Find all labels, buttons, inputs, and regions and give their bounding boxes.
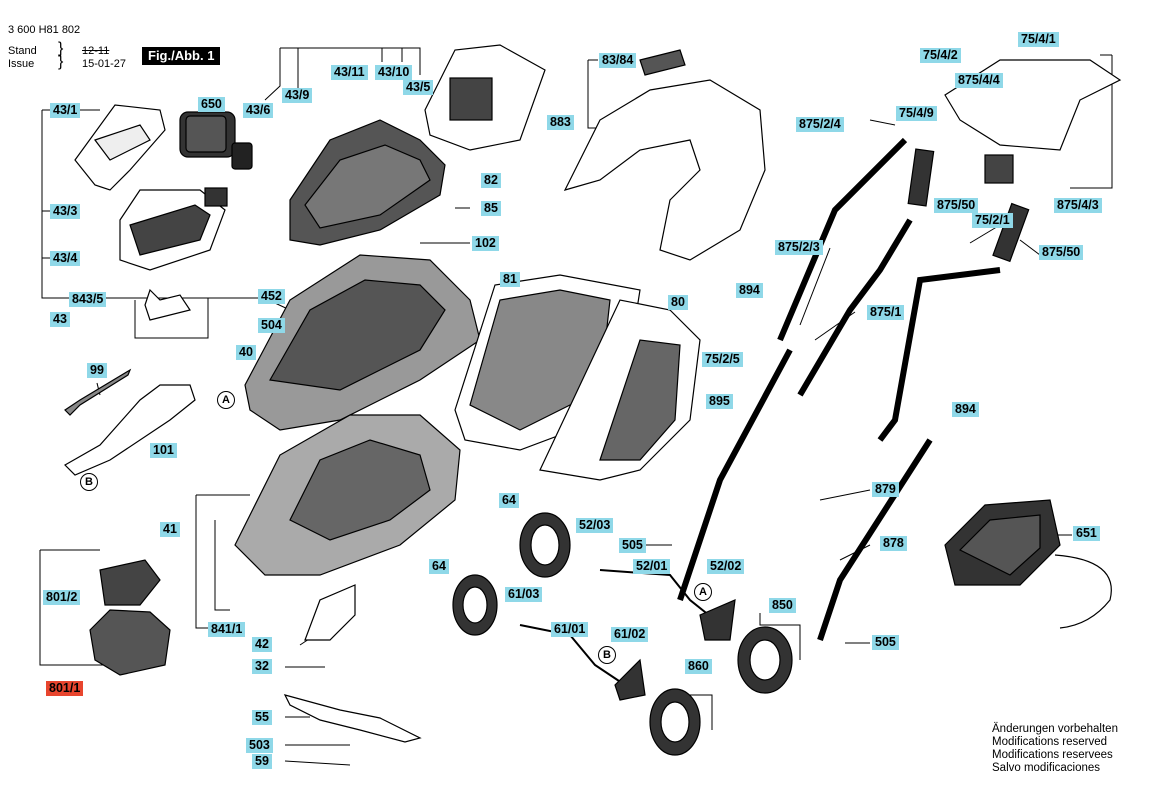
part-label: 879 bbox=[872, 482, 899, 497]
part-label: 40 bbox=[236, 345, 256, 360]
part-label: 102 bbox=[472, 236, 499, 251]
issue-value: 15-01-27 bbox=[82, 58, 127, 70]
part-label: 505 bbox=[619, 538, 646, 553]
stand-value: 12-11 bbox=[82, 45, 110, 57]
reference-marker-a: A bbox=[217, 391, 235, 409]
part-label: 61/02 bbox=[611, 627, 649, 642]
part-label: 85 bbox=[481, 201, 501, 216]
part-label: 875/50 bbox=[934, 198, 979, 213]
part-label: 452 bbox=[258, 289, 285, 304]
part-label: 83/84 bbox=[599, 53, 637, 68]
part-label: 894 bbox=[952, 402, 979, 417]
part-label: 52/01 bbox=[633, 559, 671, 574]
highlighted-part-label: 801/1 bbox=[46, 681, 84, 696]
part-label: 860 bbox=[685, 659, 712, 674]
part-label: 875/2/4 bbox=[796, 117, 844, 132]
part-label: 75/4/1 bbox=[1018, 32, 1059, 47]
part-label: 875/2/3 bbox=[775, 240, 823, 255]
part-label: 75/2/1 bbox=[972, 213, 1013, 228]
part-label: 43/4 bbox=[50, 251, 81, 266]
brace-glyph: } bbox=[58, 40, 64, 57]
part-label: 504 bbox=[258, 318, 285, 333]
issue-label: Issue bbox=[8, 58, 35, 70]
part-label: 32 bbox=[252, 659, 272, 674]
part-label: 43 bbox=[50, 312, 70, 327]
part-label: 43/3 bbox=[50, 204, 81, 219]
part-label: 875/4/4 bbox=[955, 73, 1003, 88]
part-label: 875/1 bbox=[867, 305, 905, 320]
part-label: 52/03 bbox=[576, 518, 614, 533]
part-label: 878 bbox=[880, 536, 907, 551]
figure-label: Fig./Abb. 1 bbox=[142, 47, 221, 65]
stand-label: Stand bbox=[8, 45, 37, 57]
part-label: 42 bbox=[252, 637, 272, 652]
part-label: 843/5 bbox=[69, 292, 107, 307]
part-label: 99 bbox=[87, 363, 107, 378]
part-label: 75/4/2 bbox=[920, 48, 961, 63]
part-label: 651 bbox=[1073, 526, 1100, 541]
part-label: 850 bbox=[769, 598, 796, 613]
doc-number: 3 600 H81 802 bbox=[8, 24, 81, 36]
part-label: 61/01 bbox=[551, 622, 589, 637]
part-label: 52/02 bbox=[707, 559, 745, 574]
part-label: 59 bbox=[252, 754, 272, 769]
part-label: 75/2/5 bbox=[702, 352, 743, 367]
part-label: 101 bbox=[150, 443, 177, 458]
part-label: 64 bbox=[499, 493, 519, 508]
note-es: Salvo modificaciones bbox=[992, 762, 1101, 774]
reference-marker-b: B bbox=[598, 646, 616, 664]
part-label: 75/4/9 bbox=[896, 106, 937, 121]
part-label: 801/2 bbox=[43, 590, 81, 605]
part-label: 43/5 bbox=[403, 80, 434, 95]
part-label: 505 bbox=[872, 635, 899, 650]
part-label: 64 bbox=[429, 559, 449, 574]
part-label: 43/1 bbox=[50, 103, 81, 118]
part-label: 503 bbox=[246, 738, 273, 753]
part-label: 895 bbox=[706, 394, 733, 409]
note-en: Modifications reserved bbox=[992, 736, 1108, 748]
part-label: 81 bbox=[500, 272, 520, 287]
part-label: 82 bbox=[481, 173, 501, 188]
part-label: 841/1 bbox=[208, 622, 246, 637]
part-label: 43/10 bbox=[375, 65, 413, 80]
part-label: 894 bbox=[736, 283, 763, 298]
note-fr: Modifications reservees bbox=[992, 749, 1113, 761]
reference-marker-b: B bbox=[80, 473, 98, 491]
part-label: 883 bbox=[547, 115, 574, 130]
part-label: 43/11 bbox=[331, 65, 368, 80]
part-label: 875/4/3 bbox=[1054, 198, 1102, 213]
part-label: 43/6 bbox=[243, 103, 274, 118]
part-label: 43/9 bbox=[282, 88, 313, 103]
brace-glyph: } bbox=[58, 53, 64, 70]
part-label: 80 bbox=[668, 295, 688, 310]
part-label: 61/03 bbox=[505, 587, 543, 602]
note-de: Änderungen vorbehalten bbox=[992, 723, 1118, 735]
part-label: 650 bbox=[198, 97, 225, 112]
reference-marker-a: A bbox=[694, 583, 712, 601]
part-label: 55 bbox=[252, 710, 272, 725]
part-label: 41 bbox=[160, 522, 180, 537]
part-label: 875/50 bbox=[1039, 245, 1084, 260]
